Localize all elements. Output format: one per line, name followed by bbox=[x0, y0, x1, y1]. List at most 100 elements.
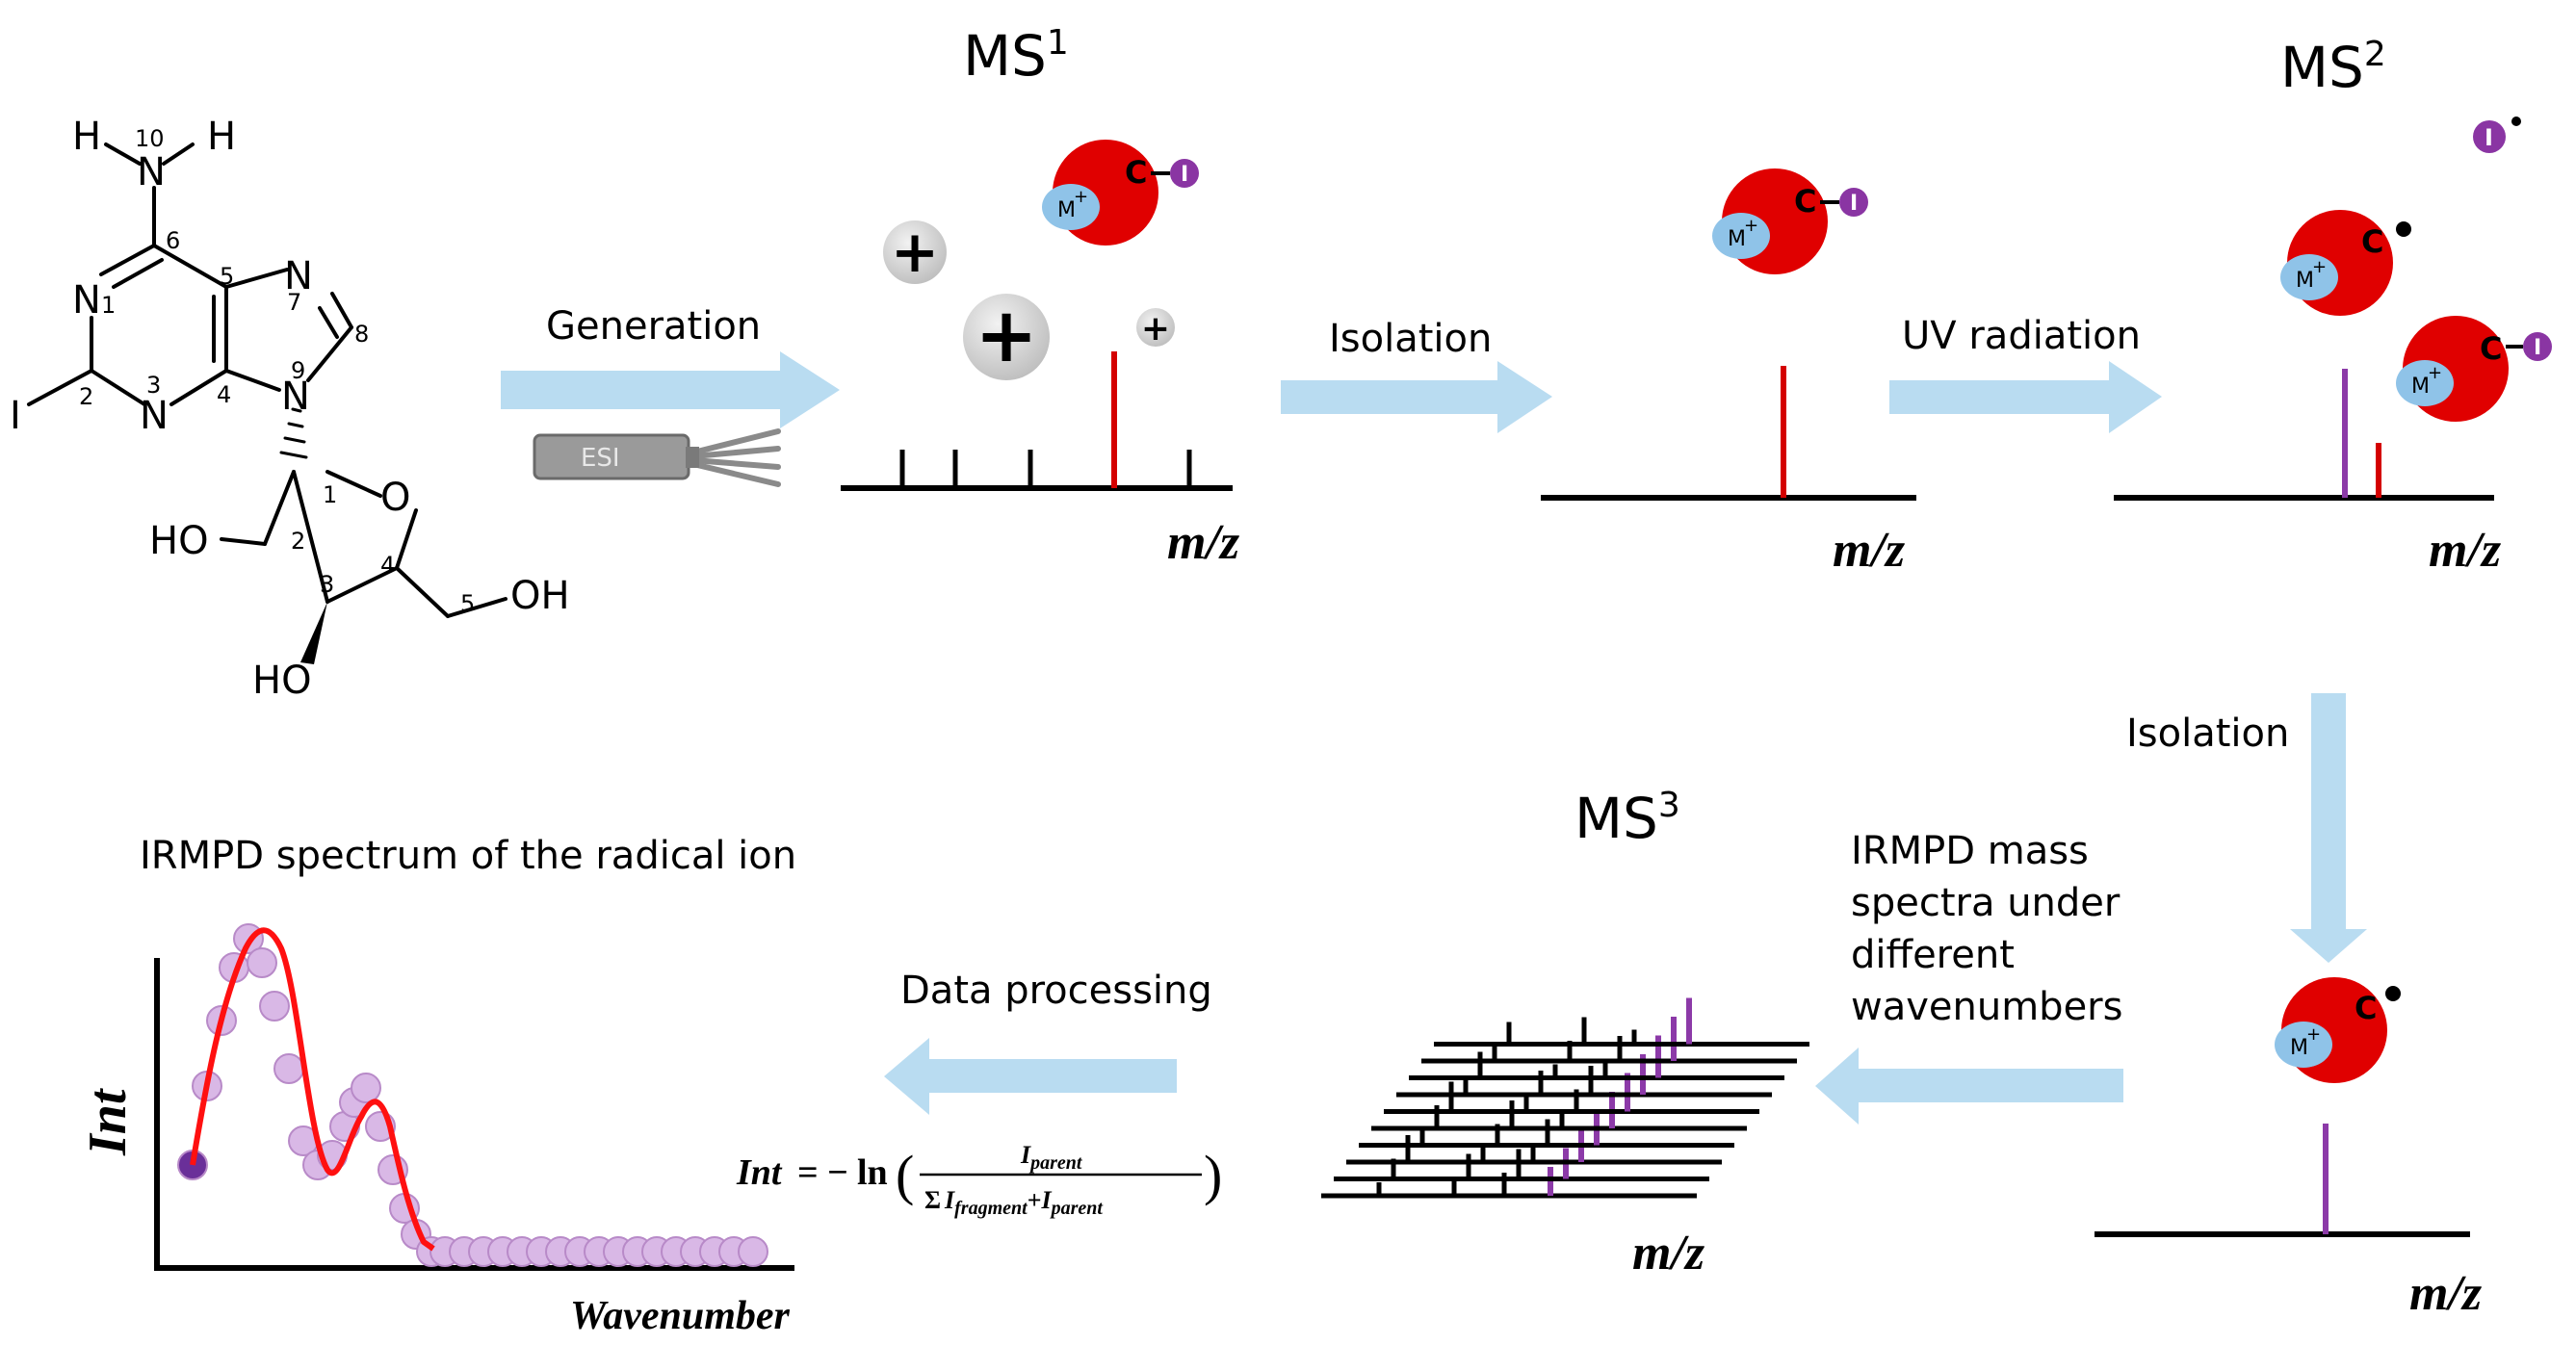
num-n3: 3 bbox=[146, 372, 161, 399]
uv-label: UV radiation bbox=[1902, 314, 2141, 358]
svg-text:+: + bbox=[2312, 257, 2327, 277]
atom-h-left: H bbox=[72, 115, 101, 159]
num-n7: 7 bbox=[287, 289, 301, 316]
svg-text:+: + bbox=[1074, 187, 1088, 207]
plus-ions: + + + bbox=[883, 219, 1175, 380]
irmpd-data-point bbox=[738, 1236, 768, 1267]
num-n10: 10 bbox=[135, 125, 165, 152]
num-r3: 3 bbox=[320, 571, 334, 598]
svg-text:+: + bbox=[2306, 1024, 2321, 1045]
data-processing-arrow bbox=[884, 1038, 1177, 1115]
isolated-ion: M + C I bbox=[1712, 168, 1868, 274]
svg-text:ln: ln bbox=[857, 1152, 888, 1193]
irmpd-label-line-2: spectra under bbox=[1851, 881, 2121, 925]
num-c4: 4 bbox=[217, 381, 231, 408]
atom-ho-2: HO bbox=[149, 519, 209, 563]
atom-n10: N bbox=[137, 150, 166, 194]
irmpd-data-point bbox=[351, 1073, 381, 1103]
isolation-arrow-1 bbox=[1281, 361, 1552, 433]
irmpd-label-line-1: IRMPD mass bbox=[1851, 829, 2089, 873]
uv-arrow bbox=[1889, 361, 2162, 433]
atom-n1: N bbox=[72, 278, 101, 323]
irmpd-points bbox=[177, 923, 768, 1267]
svg-text:M: M bbox=[1728, 227, 1746, 251]
isolation-label-1: Isolation bbox=[1329, 317, 1492, 361]
svg-text:C: C bbox=[1125, 154, 1147, 191]
generation-label: Generation bbox=[546, 304, 761, 349]
atom-ring-o: O bbox=[380, 476, 410, 520]
mz-label-isolation: m/z bbox=[1833, 523, 1906, 578]
esi-label: ESI bbox=[581, 444, 620, 473]
irmpd-plot-axes bbox=[154, 958, 794, 1271]
isolation-arrow-2 bbox=[2290, 693, 2367, 963]
svg-text:C: C bbox=[1794, 183, 1816, 220]
arrows bbox=[501, 351, 2367, 1125]
svg-text:): ) bbox=[1204, 1144, 1222, 1206]
num-c2: 2 bbox=[79, 383, 93, 410]
mz-label-ms3: m/z bbox=[1632, 1226, 1705, 1280]
iodine-radical: I bbox=[2473, 116, 2521, 153]
num-r2: 2 bbox=[291, 528, 305, 555]
atom-n9: N bbox=[281, 375, 310, 419]
svg-text:C: C bbox=[2480, 330, 2502, 367]
svg-text:I: I bbox=[1850, 192, 1858, 216]
atom-ho-3: HO bbox=[252, 659, 312, 703]
svg-text:I: I bbox=[2534, 336, 2541, 360]
svg-text:M: M bbox=[2411, 375, 2430, 399]
svg-text:+: + bbox=[1141, 309, 1170, 349]
atom-h-right: H bbox=[207, 115, 236, 159]
svg-text:M: M bbox=[2290, 1036, 2308, 1060]
irmpd-arrow bbox=[1815, 1048, 2123, 1125]
ms3-stacked-spectra bbox=[1321, 997, 1809, 1199]
svg-text:M: M bbox=[2296, 269, 2314, 293]
svg-text:Int: Int bbox=[736, 1152, 783, 1193]
ms1-spectrum bbox=[841, 351, 1233, 491]
irmpd-data-point bbox=[247, 947, 277, 978]
atom-oh-5: OH bbox=[510, 574, 570, 618]
mz-label-ms2: m/z bbox=[2429, 523, 2502, 578]
isolation-spectrum bbox=[1541, 366, 1916, 501]
spectrum-title: IRMPD spectrum of the radical ion bbox=[140, 834, 796, 878]
int-axis-label: Int bbox=[78, 1088, 138, 1156]
num-n1: 1 bbox=[101, 292, 116, 319]
num-n9: 9 bbox=[291, 357, 305, 384]
ms2-parent-ion: M + C I bbox=[2396, 316, 2552, 422]
num-r4: 4 bbox=[380, 552, 395, 579]
wedge-bond bbox=[300, 602, 327, 664]
generation-arrow bbox=[501, 351, 840, 428]
atom-n7: N bbox=[284, 254, 313, 298]
ms2-spectrum bbox=[2114, 369, 2494, 501]
svg-text:(: ( bbox=[896, 1144, 914, 1206]
irmpd-label-line-3: different bbox=[1851, 933, 2015, 977]
svg-text:+: + bbox=[2428, 363, 2442, 383]
ms3-title: MS3 bbox=[1574, 786, 1680, 851]
num-r5: 5 bbox=[460, 590, 475, 617]
svg-text:C: C bbox=[2355, 990, 2377, 1026]
irmpd-data-point bbox=[259, 991, 290, 1022]
wavenumber-axis-label: Wavenumber bbox=[570, 1294, 791, 1338]
num-r1: 1 bbox=[323, 481, 337, 508]
irmpd-fit-curve bbox=[190, 927, 435, 1252]
atom-n3: N bbox=[140, 394, 169, 438]
ms1-title: MS1 bbox=[963, 23, 1069, 89]
num-c6: 6 bbox=[166, 227, 180, 254]
ms2-radical-ion: M + C bbox=[2280, 210, 2411, 316]
ms3-isolated-spectrum bbox=[2095, 1124, 2470, 1237]
num-c5: 5 bbox=[220, 263, 234, 290]
svg-text:I: I bbox=[2485, 124, 2493, 151]
num-c8: 8 bbox=[354, 321, 369, 348]
svg-text:C: C bbox=[2361, 223, 2383, 260]
ms1-ion: M + C I bbox=[1042, 140, 1199, 246]
svg-text:M: M bbox=[1057, 198, 1076, 222]
svg-text:+: + bbox=[975, 293, 1037, 379]
irmpd-data-point bbox=[273, 1053, 304, 1084]
svg-text:Iparent: Iparent bbox=[1020, 1141, 1083, 1174]
ms2-title: MS2 bbox=[2280, 35, 2386, 100]
isolation-label-2: Isolation bbox=[2126, 711, 2289, 756]
mz-label-ms1: m/z bbox=[1167, 515, 1240, 570]
ms3-radical-ion: M + C bbox=[2275, 977, 2401, 1083]
molecule-2-iodoadenosine bbox=[27, 142, 507, 618]
